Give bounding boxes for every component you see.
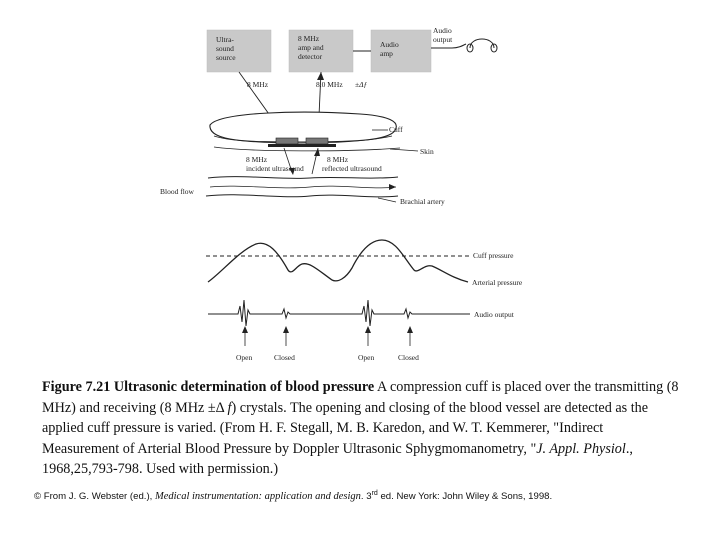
cuff-label: Cuff xyxy=(389,125,403,134)
brachial-artery-label: Brachial artery xyxy=(400,197,445,206)
credit-book-title: Medical instrumentation: application and… xyxy=(154,491,361,503)
credit-suffix: ed. New York: John Wiley & Sons, 1998. xyxy=(377,491,553,503)
freq-delta-label: ±Δƒ xyxy=(355,80,368,89)
crystal-base xyxy=(268,144,336,147)
headphones-icon xyxy=(451,38,498,53)
artery-leader xyxy=(377,197,397,203)
closed-1-arrowhead xyxy=(283,326,289,333)
closed-2-arrowhead xyxy=(407,326,413,333)
incident-arrowhead xyxy=(289,168,295,175)
arterial-pressure-trace xyxy=(207,239,469,283)
open-2-label: Open xyxy=(358,353,374,362)
caption-text-3: ., 1968,25,793-798. Used with permission… xyxy=(42,440,633,478)
skin-leader xyxy=(389,148,419,152)
open-2-arrowhead xyxy=(365,326,371,333)
closed-2-label: Closed xyxy=(398,353,419,362)
reflected-freq-label: 8 MHz xyxy=(327,155,349,164)
amp-detector-label-3: detector xyxy=(298,52,323,61)
amp-arrowhead xyxy=(317,72,324,80)
blood-flow-line xyxy=(209,185,397,189)
cuff-shape xyxy=(209,111,397,143)
open-1-arrowhead xyxy=(242,326,248,333)
incident-label: incident ultrasound xyxy=(246,164,304,173)
caption-text-1: A compression cuff is placed over the tr… xyxy=(42,379,679,416)
audio-amp-label-2: amp xyxy=(380,49,393,58)
amp-detector-label-1: 8 MHz xyxy=(298,34,320,43)
audio-output-trace xyxy=(208,299,470,327)
doppler-bp-figure: Ultra- sound source 8 MHz amp and detect… xyxy=(160,26,523,362)
closed-1-label: Closed xyxy=(274,353,295,362)
audio-output-trace-label: Audio output xyxy=(474,310,515,319)
credit-edition-sup: rd xyxy=(371,490,378,497)
incident-freq-label: 8 MHz xyxy=(246,155,268,164)
reflected-label: reflected ultrasound xyxy=(322,164,382,173)
amp-detector-label-2: amp and xyxy=(298,43,324,52)
open-1-label: Open xyxy=(236,353,252,362)
figure-caption: Figure 7.21 Ultrasonic determination of … xyxy=(42,377,682,480)
transmit-crystal xyxy=(275,137,299,145)
ultrasound-source-label-2: sound xyxy=(216,44,234,53)
book-credit: © From J. G. Webster (ed.), Medical inst… xyxy=(34,490,714,502)
cuff-pressure-label: Cuff pressure xyxy=(473,251,514,260)
blood-flow-label: Blood flow xyxy=(160,187,195,196)
arterial-pressure-label: Arterial pressure xyxy=(472,278,523,287)
skin-line xyxy=(213,146,401,152)
freq-8-label: 8 MHz xyxy=(247,80,269,89)
audio-output-top-label-2: output xyxy=(433,35,453,44)
audio-amp-box: Audio amp xyxy=(370,29,432,73)
caption-title: Figure 7.21 Ultrasonic determination of … xyxy=(42,379,375,395)
caption-f-symbol: f xyxy=(227,399,232,416)
freq-8-0-label: 8.0 MHz xyxy=(316,80,343,89)
receive-crystal xyxy=(305,137,329,145)
ultrasound-source-box: Ultra- sound source xyxy=(206,29,272,73)
skin-label: Skin xyxy=(420,147,434,156)
artery-bottom-wall xyxy=(205,194,399,198)
audio-amp-label-1: Audio xyxy=(380,40,399,49)
reflected-arrowhead xyxy=(314,148,320,156)
credit-prefix: © From J. G. Webster (ed.), xyxy=(34,491,155,503)
ultrasound-source-label-3: source xyxy=(216,53,236,62)
credit-edition: . 3 xyxy=(360,491,372,503)
audio-output-top-label-1: Audio xyxy=(433,26,452,35)
amp-detector-box: 8 MHz amp and detector xyxy=(288,29,354,73)
ultrasound-source-label-1: Ultra- xyxy=(216,35,234,44)
blood-flow-arrowhead xyxy=(389,184,396,190)
artery-top-wall xyxy=(207,176,399,179)
caption-journal: J. Appl. Physiol xyxy=(536,440,626,457)
caption-text-2: ) crystals. The opening and closing of t… xyxy=(42,399,649,457)
